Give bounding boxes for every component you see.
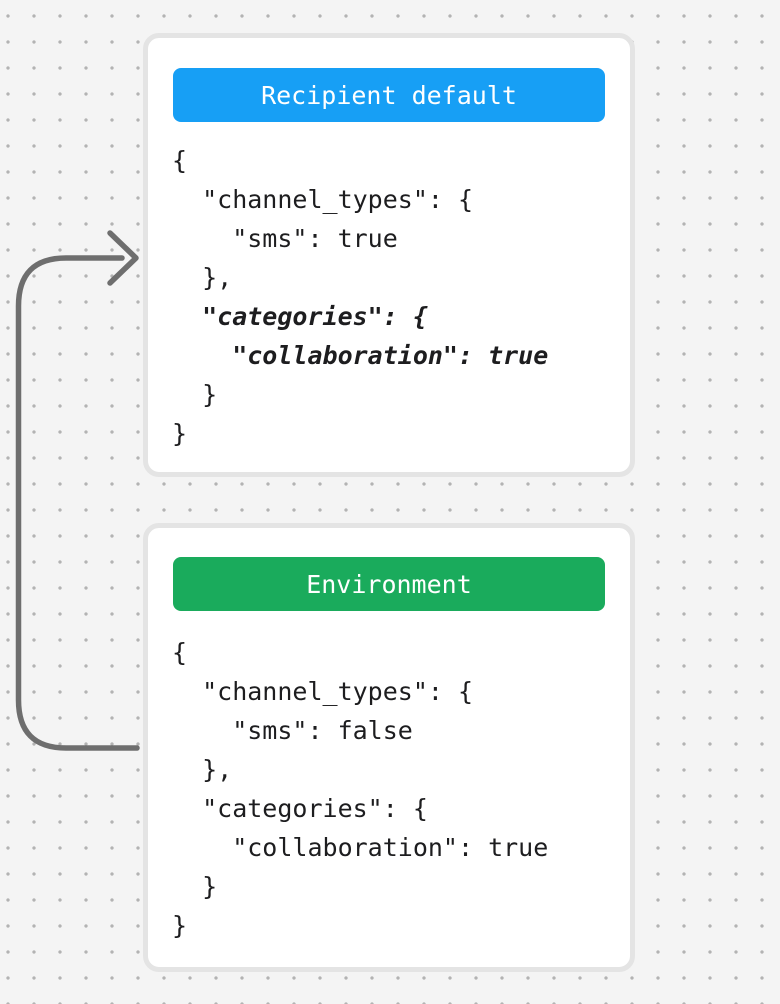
code-line: } [172,872,218,901]
code-line: "sms": true [172,224,398,253]
code-line: "channel_types": { [172,185,474,214]
code-line: }, [172,755,233,784]
code-line: } [172,911,188,940]
recipient-default-title: Recipient default [261,80,517,110]
code-line: } [172,419,188,448]
code-line: "categories": { [172,302,428,331]
card-recipient-default: Recipient default { "channel_types": { "… [143,33,635,477]
flow-arrow-line [15,255,140,751]
environment-title: Environment [306,569,472,599]
code-line: "channel_types": { [172,677,474,706]
flow-arrow-head-icon [107,230,139,286]
code-line: }, [172,263,233,292]
code-line: } [172,380,218,409]
recipient-default-code-block: { "channel_types": { "sms": true }, "cat… [172,141,630,453]
card-environment: Environment { "channel_types": { "sms": … [143,523,635,972]
environment-header-badge: Environment [173,557,605,611]
code-line: "collaboration": true [172,341,549,370]
recipient-default-header-badge: Recipient default [173,68,605,122]
code-line: "categories": { [172,794,428,823]
code-line: { [172,146,188,175]
code-line: { [172,638,188,667]
code-line: "sms": false [172,716,413,745]
environment-code-block: { "channel_types": { "sms": false }, "ca… [172,633,630,945]
code-line: "collaboration": true [172,833,549,862]
